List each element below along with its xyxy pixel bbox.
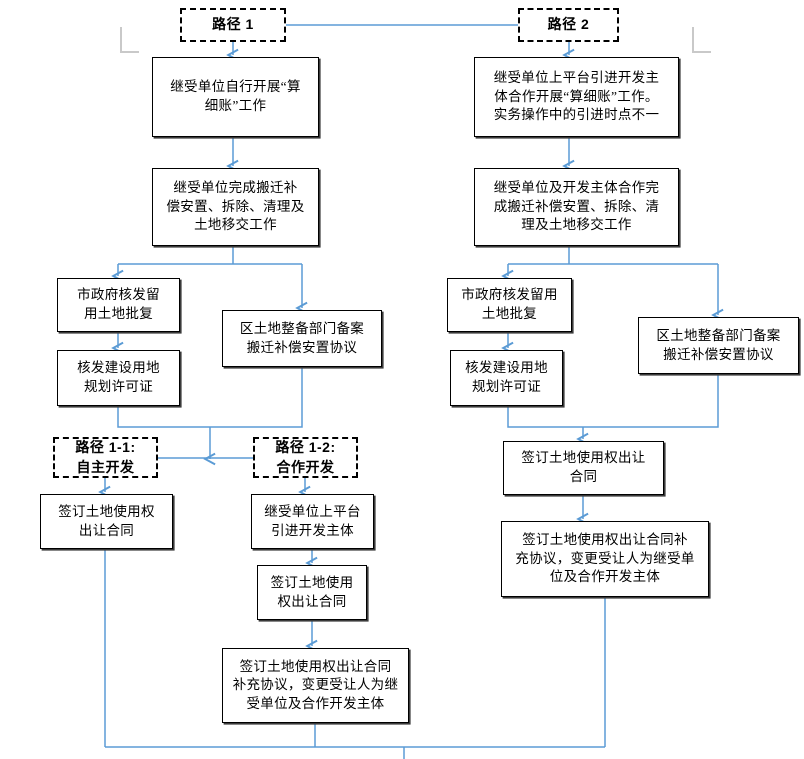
node-p2-qianding-label: 签订土地使用权出让 合同 [521, 450, 646, 484]
crop-mark-top-right [692, 27, 711, 53]
node-p1-hefa-label: 核发建设用地 规划许可证 [77, 360, 160, 394]
node-p1-quzhengbei-label: 区土地整备部门备案 搬迁补偿安置协议 [239, 320, 365, 355]
node-p2-hefa[interactable]: 核发建设用地 规划许可证 [450, 350, 563, 406]
node-p11-qianding[interactable]: 签订土地使用权 出让合同 [40, 494, 173, 549]
node-p2-suanxizhang-label: 继受单位上平台引进开发主 体合作开展“算细账”工作。 实务操作中的引进时点不一 [493, 70, 660, 123]
node-p12-buchong-label: 签订土地使用权出让合同 补充协议，变更受让人为继 受单位及合作开发主体 [232, 658, 399, 711]
node-p11-qianding-label: 签订土地使用权 出让合同 [58, 503, 155, 538]
node-p1-suanxizhang-label: 继受单位自行开展“算 细账”工作 [170, 79, 301, 113]
node-path-2-label: 路径 2 [547, 16, 590, 33]
node-p2-banqian-label: 继受单位及开发主体合作完 成搬迁补偿安置、拆除、清 理及土地移交工作 [493, 180, 660, 233]
node-p12-shangpingtai-label: 继受单位上平台 引进开发主体 [264, 503, 361, 538]
node-p12-shangpingtai[interactable]: 继受单位上平台 引进开发主体 [251, 494, 374, 549]
node-p1-shizhengfu[interactable]: 市政府核发留 用土地批复 [57, 278, 180, 332]
node-path-1[interactable]: 路径 1 [180, 8, 286, 42]
node-p1-banqian[interactable]: 继受单位完成搬迁补 偿安置、拆除、清理及 土地移交工作 [152, 168, 319, 246]
node-path-1-2-label: 路径 1-2: 合作开发 [275, 439, 336, 475]
node-path-1-1[interactable]: 路径 1-1: 自主开发 [53, 437, 158, 478]
node-p2-suanxizhang[interactable]: 继受单位上平台引进开发主 体合作开展“算细账”工作。 实务操作中的引进时点不一 [474, 57, 679, 137]
node-path-1-1-label: 路径 1-1: 自主开发 [75, 439, 136, 475]
node-p1-hefa[interactable]: 核发建设用地 规划许可证 [57, 350, 180, 406]
node-path-1-2[interactable]: 路径 1-2: 合作开发 [253, 437, 358, 478]
node-p1-shizhengfu-label: 市政府核发留 用土地批复 [77, 287, 160, 321]
node-p12-qianding[interactable]: 签订土地使用 权出让合同 [257, 565, 367, 620]
node-p2-quzhengbei-label: 区土地整备部门备案 搬迁补偿安置协议 [656, 327, 781, 362]
node-p2-hefa-label: 核发建设用地 规划许可证 [465, 360, 548, 394]
node-p2-buchong-label: 签订土地使用权出让合同补 充协议，变更受让人为继受单 位及合作开发主体 [515, 532, 695, 585]
node-p12-buchong[interactable]: 签订土地使用权出让合同 补充协议，变更受让人为继 受单位及合作开发主体 [222, 648, 409, 723]
crop-mark-top-left [120, 27, 139, 53]
node-p1-suanxizhang[interactable]: 继受单位自行开展“算 细账”工作 [152, 57, 319, 137]
node-p2-shizhengfu-label: 市政府核发留用 土地批复 [461, 287, 558, 321]
node-p2-qianding[interactable]: 签订土地使用权出让 合同 [503, 441, 664, 495]
node-p2-shizhengfu[interactable]: 市政府核发留用 土地批复 [447, 278, 572, 332]
node-path-1-label: 路径 1 [212, 16, 254, 33]
node-p2-quzhengbei[interactable]: 区土地整备部门备案 搬迁补偿安置协议 [638, 317, 799, 374]
node-p2-banqian[interactable]: 继受单位及开发主体合作完 成搬迁补偿安置、拆除、清 理及土地移交工作 [474, 168, 679, 246]
node-p1-banqian-label: 继受单位完成搬迁补 偿安置、拆除、清理及 土地移交工作 [166, 180, 305, 233]
node-p2-buchong[interactable]: 签订土地使用权出让合同补 充协议，变更受让人为继受单 位及合作开发主体 [501, 521, 709, 597]
node-p12-qianding-label: 签订土地使用 权出让合同 [270, 574, 354, 609]
node-p1-quzhengbei[interactable]: 区土地整备部门备案 搬迁补偿安置协议 [222, 310, 382, 367]
node-path-2[interactable]: 路径 2 [518, 8, 619, 42]
